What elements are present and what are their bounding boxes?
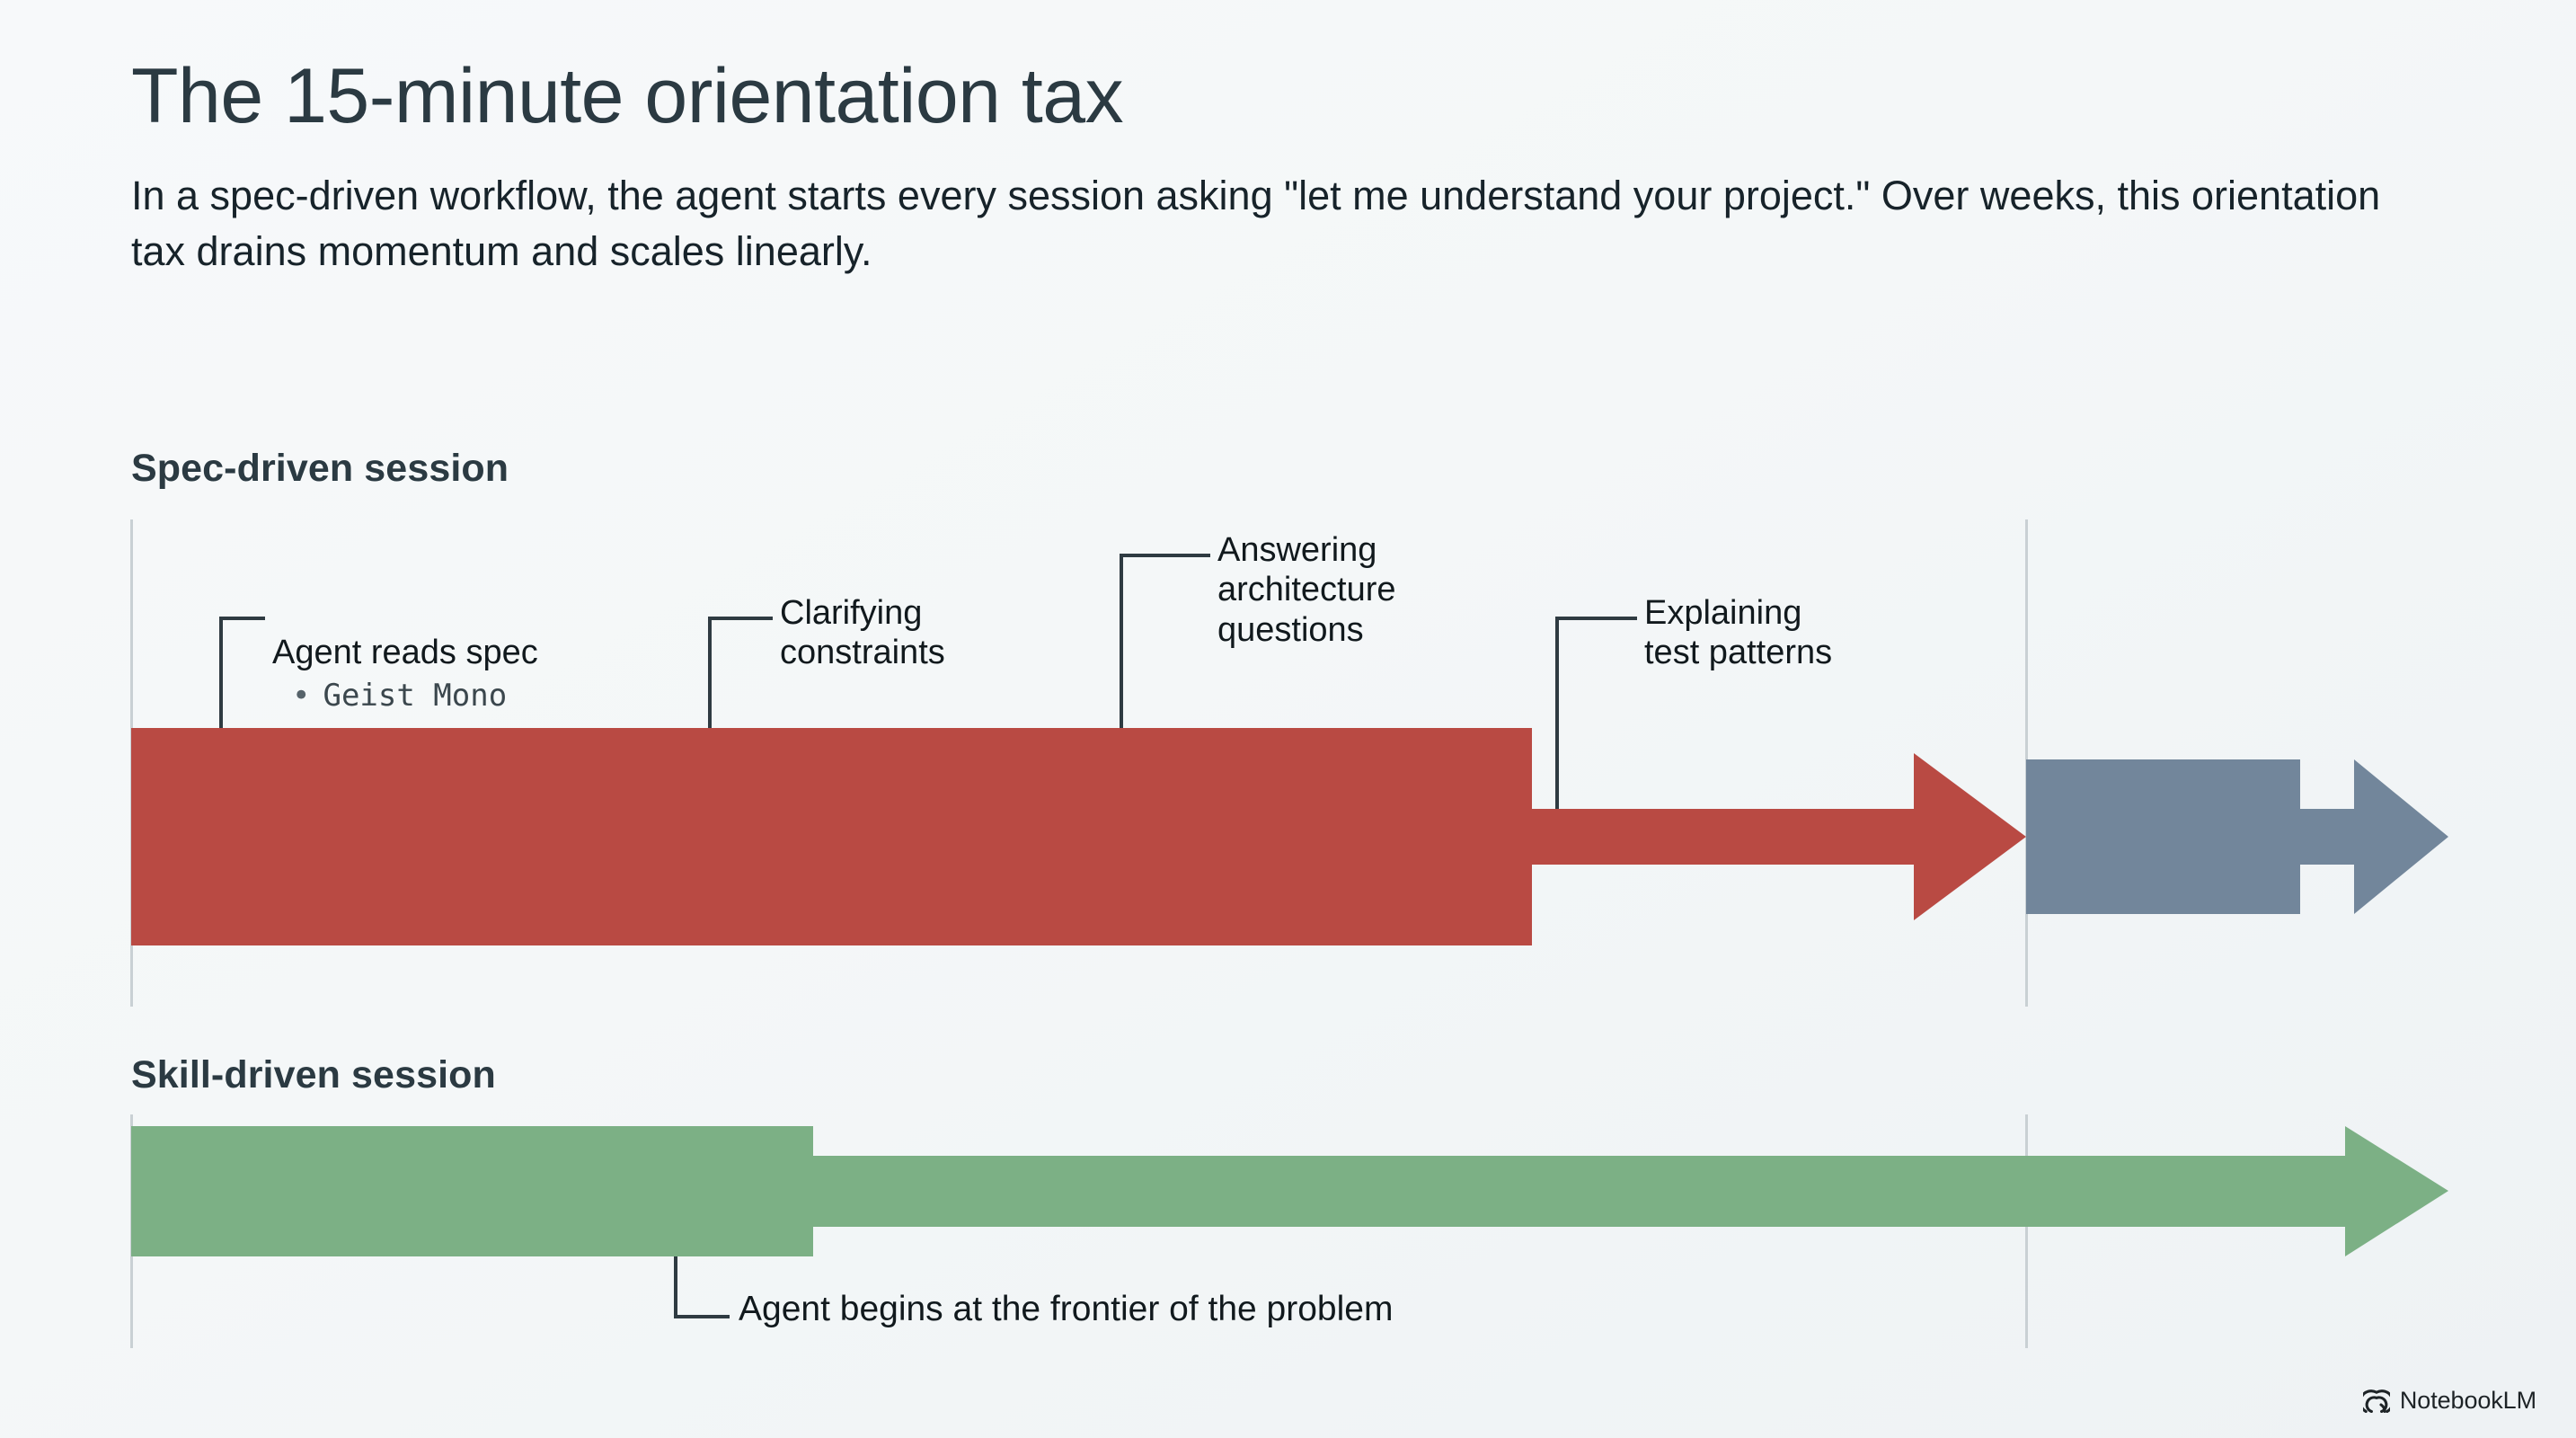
annotation-agent-begins-at-frontier: Agent begins at the frontier of the prob… — [739, 1290, 1394, 1328]
annotation-label: Agent reads spec — [272, 634, 538, 672]
annotation-sub-item: • Geist Mono — [292, 677, 538, 715]
bar-skill-orientation-block — [131, 1126, 813, 1256]
section-heading-spec-driven: Spec-driven session — [131, 447, 509, 490]
leader-line-explaining-test-patterns — [1555, 617, 1637, 809]
annotation-clarifying-constraints: Clarifying constraints — [780, 594, 945, 672]
section-heading-skill-driven: Skill-driven session — [131, 1053, 496, 1096]
arrow-spec-post-session — [2300, 759, 2448, 914]
leader-line-agent-reads-spec — [219, 617, 265, 728]
leader-line-agent-begins-at-frontier — [674, 1256, 730, 1318]
watermark-label: NotebookLM — [2399, 1387, 2536, 1414]
block-spec-post-session — [2026, 759, 2300, 914]
bullet-marker: • — [292, 677, 311, 714]
bar-spec-orientation-block — [131, 728, 1532, 945]
arrow-skill-productive-work — [813, 1126, 2448, 1256]
leader-line-clarifying-constraints — [708, 617, 773, 728]
leader-line-answering-architecture-questions — [1120, 554, 1210, 728]
notebooklm-spiral-icon — [2362, 1389, 2390, 1413]
annotation-answering-architecture-questions: Answering architecture questions — [1217, 531, 1396, 649]
page-title: The 15-minute orientation tax — [131, 53, 1124, 139]
arrow-spec-productive-work — [1532, 753, 2026, 920]
page-subtitle: In a spec-driven workflow, the agent sta… — [131, 173, 2381, 274]
watermark: NotebookLM — [2362, 1387, 2536, 1415]
annotation-agent-reads-spec: Agent reads spec • Geist Mono — [272, 593, 538, 754]
annotation-sub-label: Geist Mono — [323, 677, 508, 714]
header: The 15-minute orientation tax In a spec-… — [131, 53, 2431, 279]
annotation-explaining-test-patterns: Explaining test patterns — [1644, 594, 1833, 672]
